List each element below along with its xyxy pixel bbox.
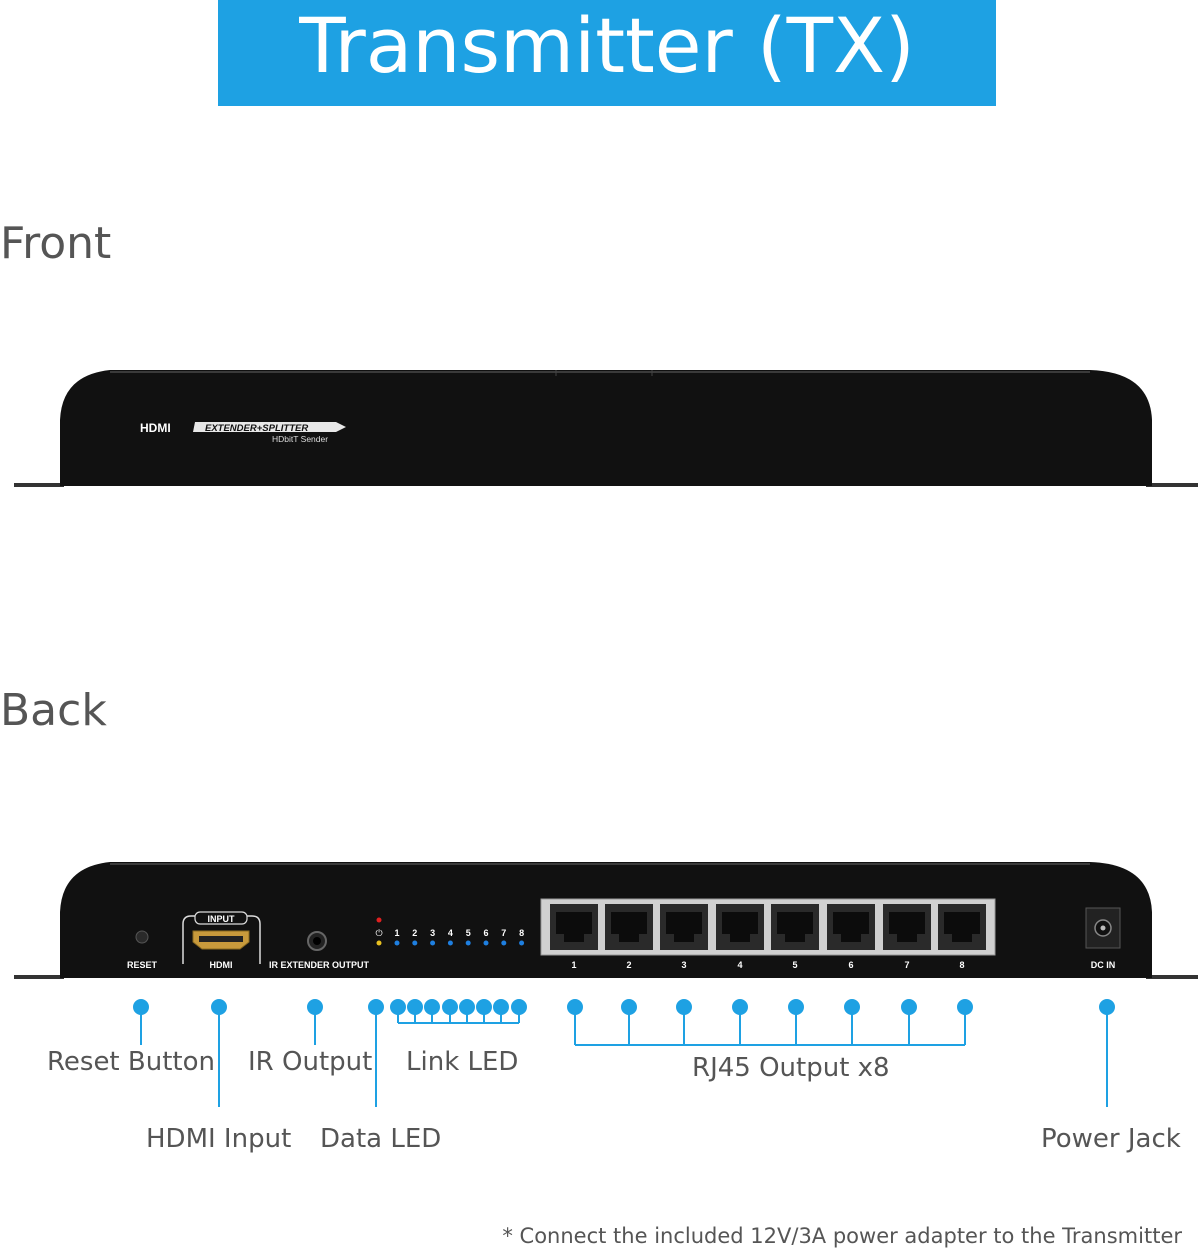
- link-led: [501, 940, 507, 946]
- link-led-callouts: [390, 999, 527, 1024]
- front-device-body: [60, 370, 1152, 486]
- front-product-text: EXTENDER+SPLITTER: [205, 423, 308, 434]
- reset-button-label: Reset Button: [47, 1047, 215, 1077]
- rj45-number-group: 1 2 3 4 5 6 7 8: [571, 960, 964, 970]
- front-section-label: Front: [0, 218, 112, 269]
- link-led: [447, 940, 453, 946]
- rj45-port-number: 4: [737, 960, 742, 970]
- logo-arrow-shape: [193, 422, 346, 432]
- ir-output-callout-label: IR Output: [248, 1047, 373, 1077]
- dc-in-label: DC IN: [1091, 960, 1116, 970]
- hdmi-input-label: HDMI Input: [146, 1124, 292, 1154]
- left-mount-ear: [14, 975, 64, 979]
- footnote: * Connect the included 12V/3A power adap…: [502, 1224, 1182, 1248]
- rj45-port-number: 5: [792, 960, 797, 970]
- back-section-label: Back: [0, 685, 107, 736]
- reset-button-port: [135, 930, 149, 944]
- link-led-number: 1: [394, 928, 399, 938]
- rj45-socket: [666, 912, 702, 942]
- data-led-yellow: [376, 940, 382, 946]
- data-led-red: [376, 917, 382, 923]
- link-led-number: 4: [448, 928, 453, 938]
- ir-output-label: IR EXTENDER OUTPUT: [269, 960, 370, 970]
- link-led: [430, 940, 436, 946]
- input-tag-text: INPUT: [208, 914, 236, 924]
- rj45-socket: [722, 912, 758, 942]
- front-subtitle-text: HDbitT Sender: [272, 434, 328, 444]
- reset-port-label: RESET: [127, 960, 158, 970]
- rj45-socket: [611, 912, 647, 942]
- power-symbol: ⏻: [375, 928, 382, 939]
- rj45-port-number: 8: [959, 960, 964, 970]
- link-led-number: 6: [483, 928, 488, 938]
- link-led-group: 1 2 3 4 5 6 7 8: [394, 928, 524, 946]
- rj45-socket: [944, 912, 980, 942]
- rj45-port-number: 7: [904, 960, 909, 970]
- link-led-number: 7: [501, 928, 506, 938]
- link-led: [394, 940, 400, 946]
- left-mount-ear: [14, 483, 64, 487]
- page-title: Transmitter (TX): [299, 1, 915, 90]
- rj45-port-group: [550, 904, 986, 950]
- hdmi-port-label: HDMI: [210, 960, 233, 970]
- right-mount-ear: [1146, 975, 1198, 979]
- right-mount-ear: [1146, 483, 1198, 487]
- rj45-socket: [556, 912, 592, 942]
- rj45-port-number: 6: [848, 960, 853, 970]
- rj45-port-number: 3: [681, 960, 686, 970]
- link-led: [465, 940, 471, 946]
- back-device-image: RESET INPUT HDMI IR EXTENDER OUTPUT ⏻ 1 2…: [0, 852, 1200, 992]
- front-device-image: HDMI EXTENDER+SPLITTER HDbitT Sender: [0, 360, 1200, 500]
- rj45-callouts: [567, 999, 973, 1046]
- link-led-number: 3: [430, 928, 435, 938]
- rj45-socket: [777, 912, 813, 942]
- link-led: [412, 940, 418, 946]
- front-brand-logo: HDMI: [140, 421, 171, 435]
- link-led-label: Link LED: [406, 1047, 519, 1077]
- rj45-socket: [833, 912, 869, 942]
- rj45-socket: [889, 912, 925, 942]
- rj45-port-number: 1: [571, 960, 576, 970]
- callout-lines: [133, 999, 1115, 1107]
- rj45-port-number: 2: [626, 960, 631, 970]
- title-banner: Transmitter (TX): [218, 0, 996, 106]
- link-led-number: 2: [412, 928, 417, 938]
- rj45-output-label: RJ45 Output x8: [692, 1053, 890, 1083]
- power-jack-label: Power Jack: [1041, 1124, 1181, 1154]
- input-tag: [194, 911, 248, 925]
- link-led-number: 5: [466, 928, 471, 938]
- data-led-label: Data LED: [320, 1124, 442, 1154]
- link-led: [483, 940, 489, 946]
- link-led-number: 8: [519, 928, 524, 938]
- link-led: [519, 940, 525, 946]
